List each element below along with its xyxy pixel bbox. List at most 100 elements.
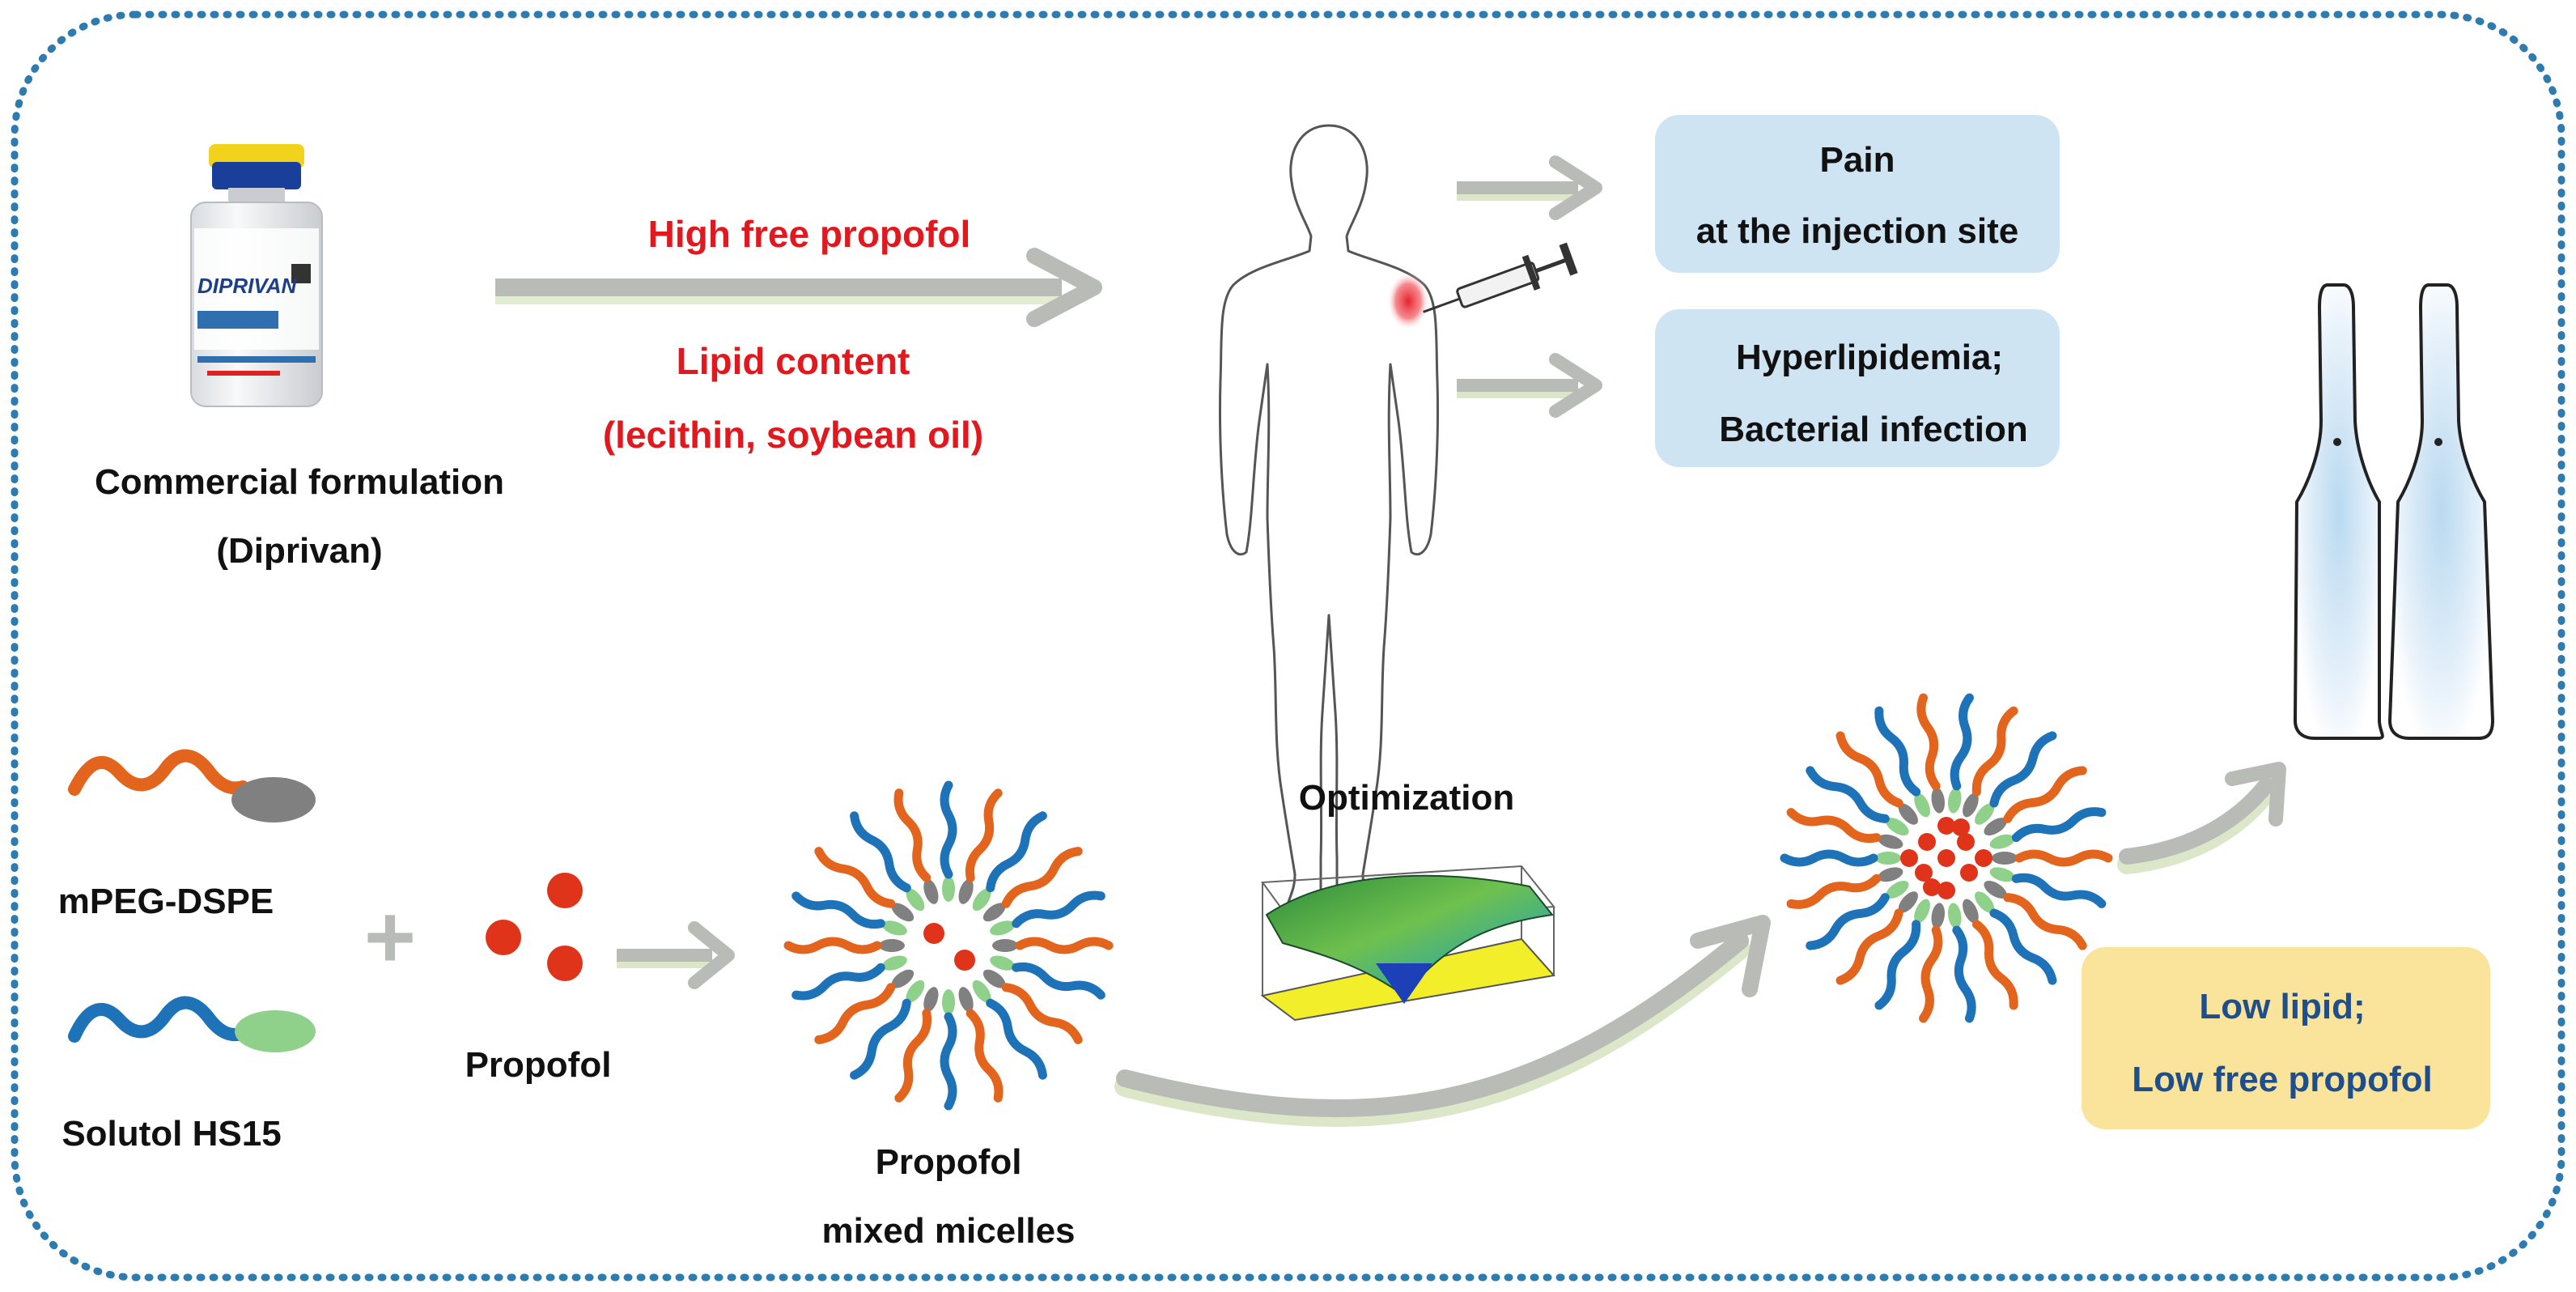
micelle-label-line1: Propofol	[876, 1142, 1022, 1182]
propofol-dot	[1918, 833, 1936, 851]
surfactant-head	[1948, 903, 1962, 929]
surfactant-tail	[893, 788, 932, 882]
propofol-molecule-icon	[486, 873, 583, 981]
surfactant-head	[1984, 818, 2007, 836]
hyperlipidemia-box	[1655, 309, 2060, 467]
arrow-to-ampoules	[2117, 762, 2286, 874]
surfactant-head	[1989, 834, 2015, 849]
low-lipid-text: Low lipid;	[2199, 987, 2365, 1026]
surfactant-tail	[1012, 890, 1106, 929]
surfactant-head	[1975, 803, 1995, 825]
solutol-molecule-icon	[68, 996, 316, 1052]
surfactant-tail	[850, 998, 911, 1080]
propofol-dot	[1960, 864, 1978, 882]
optimized-micelle-image	[1780, 693, 2113, 1023]
low-free-propofol-text: Low free propofol	[2132, 1060, 2433, 1099]
surfactant-head	[1914, 793, 1930, 818]
surfactant-tail	[850, 811, 911, 893]
surfactant-head	[972, 888, 991, 912]
surfactant-head	[1984, 880, 2007, 899]
syringe-icon	[1423, 242, 1578, 313]
surfactant-tail	[1001, 847, 1083, 908]
surfactant-tail	[791, 963, 885, 1001]
outer-border	[11, 11, 2565, 1281]
surfactant-head	[906, 980, 925, 1003]
lipid-content-text: Lipid content	[677, 340, 910, 382]
surfactant-head	[992, 939, 1018, 952]
surfactant-tail	[965, 788, 1003, 882]
propofol-dot	[923, 923, 944, 944]
diprivan-label: (Diprivan)	[216, 531, 382, 571]
surfactant-tail	[1001, 983, 1083, 1044]
surfactant-head	[958, 879, 974, 904]
diprivan-vial-image: DIPRIVAN	[190, 144, 323, 407]
surfactant-head	[972, 980, 991, 1003]
lecithin-soybean-text: (lecithin, soybean oil)	[603, 414, 983, 456]
surfactant-tail	[814, 983, 896, 1044]
surfactant-tail	[1806, 893, 1890, 950]
high-free-propofol-text: High free propofol	[648, 213, 971, 255]
surfactant-head	[1931, 787, 1945, 814]
propofol-dot	[1952, 818, 1970, 836]
surfactant-tail	[1971, 920, 2018, 1010]
surfactant-head	[879, 939, 905, 952]
surfactant-tail	[2003, 766, 2087, 823]
surfactant-head	[1992, 852, 2018, 865]
surfactant-head	[1878, 834, 1903, 849]
surfactant-head	[1886, 880, 1909, 899]
surfactant-tail	[1971, 706, 2018, 797]
surfactant-tail	[986, 998, 1047, 1080]
surfactant-head	[923, 987, 939, 1012]
ampoules-image	[2293, 283, 2495, 740]
propofol-dot	[1923, 878, 1941, 896]
surfactant-tail	[1806, 766, 1890, 823]
surfactant-head	[942, 989, 955, 1015]
propofol-dot	[1937, 882, 1955, 899]
vial-brand-text: DIPRIVAN	[197, 274, 298, 298]
plus-sign: +	[364, 887, 416, 987]
surfactant-head	[1975, 891, 1995, 913]
surfactant-tail	[1780, 849, 1878, 867]
surfactant-head	[1878, 867, 1903, 882]
surfactant-tail	[1835, 731, 1903, 808]
surfactant-tail	[1916, 693, 1941, 791]
arrow-to-micelle	[617, 921, 735, 989]
surfactant-head	[942, 876, 955, 902]
surfactant-tail	[1952, 925, 1976, 1023]
surfactant-tail	[783, 937, 882, 954]
mpeg-dspe-label: mPEG-DSPE	[58, 882, 274, 921]
surfactant-head	[1963, 793, 1979, 818]
arrow-to-patient	[495, 248, 1102, 327]
surfactant-head	[1886, 818, 1909, 836]
surfactant-tail	[2014, 849, 2113, 867]
optimization-label: Optimization	[1299, 778, 1514, 818]
surfactant-tail	[1989, 731, 2057, 808]
surfactant-head	[1963, 899, 1979, 924]
surfactant-head	[882, 955, 907, 971]
surfactant-head	[906, 888, 925, 912]
propofol-dot	[1957, 833, 1975, 851]
surfactant-head	[1989, 867, 2015, 882]
surfactant-tail	[986, 811, 1047, 893]
surfactant-tail	[814, 847, 896, 908]
surfactant-tail	[1874, 920, 1921, 1010]
surfactant-tail	[791, 891, 885, 929]
propofol-mixed-micelle-image	[783, 780, 1114, 1111]
surfactant-tail	[1989, 908, 2057, 985]
surfactant-tail	[2011, 873, 2107, 908]
surfactant-tail	[1835, 908, 1903, 985]
surfactant-head	[891, 903, 915, 922]
arrow-to-hyperlipidemia	[1457, 353, 1602, 418]
surfactant-tail	[1012, 962, 1106, 1000]
surfactant-tail	[1786, 808, 1882, 844]
pain-text: Pain	[1820, 140, 1895, 180]
injection-site-highlight	[1387, 272, 1429, 330]
commercial-formulation-label: Commercial formulation	[95, 462, 504, 502]
surfactant-head	[1898, 891, 1918, 913]
surfactant-tail	[1950, 693, 1974, 791]
surfactant-tail	[894, 1009, 932, 1103]
surfactant-head	[1875, 852, 1901, 865]
propofol-label: Propofol	[465, 1045, 612, 1085]
bacterial-infection-text: Bacterial infection	[1719, 410, 2027, 449]
